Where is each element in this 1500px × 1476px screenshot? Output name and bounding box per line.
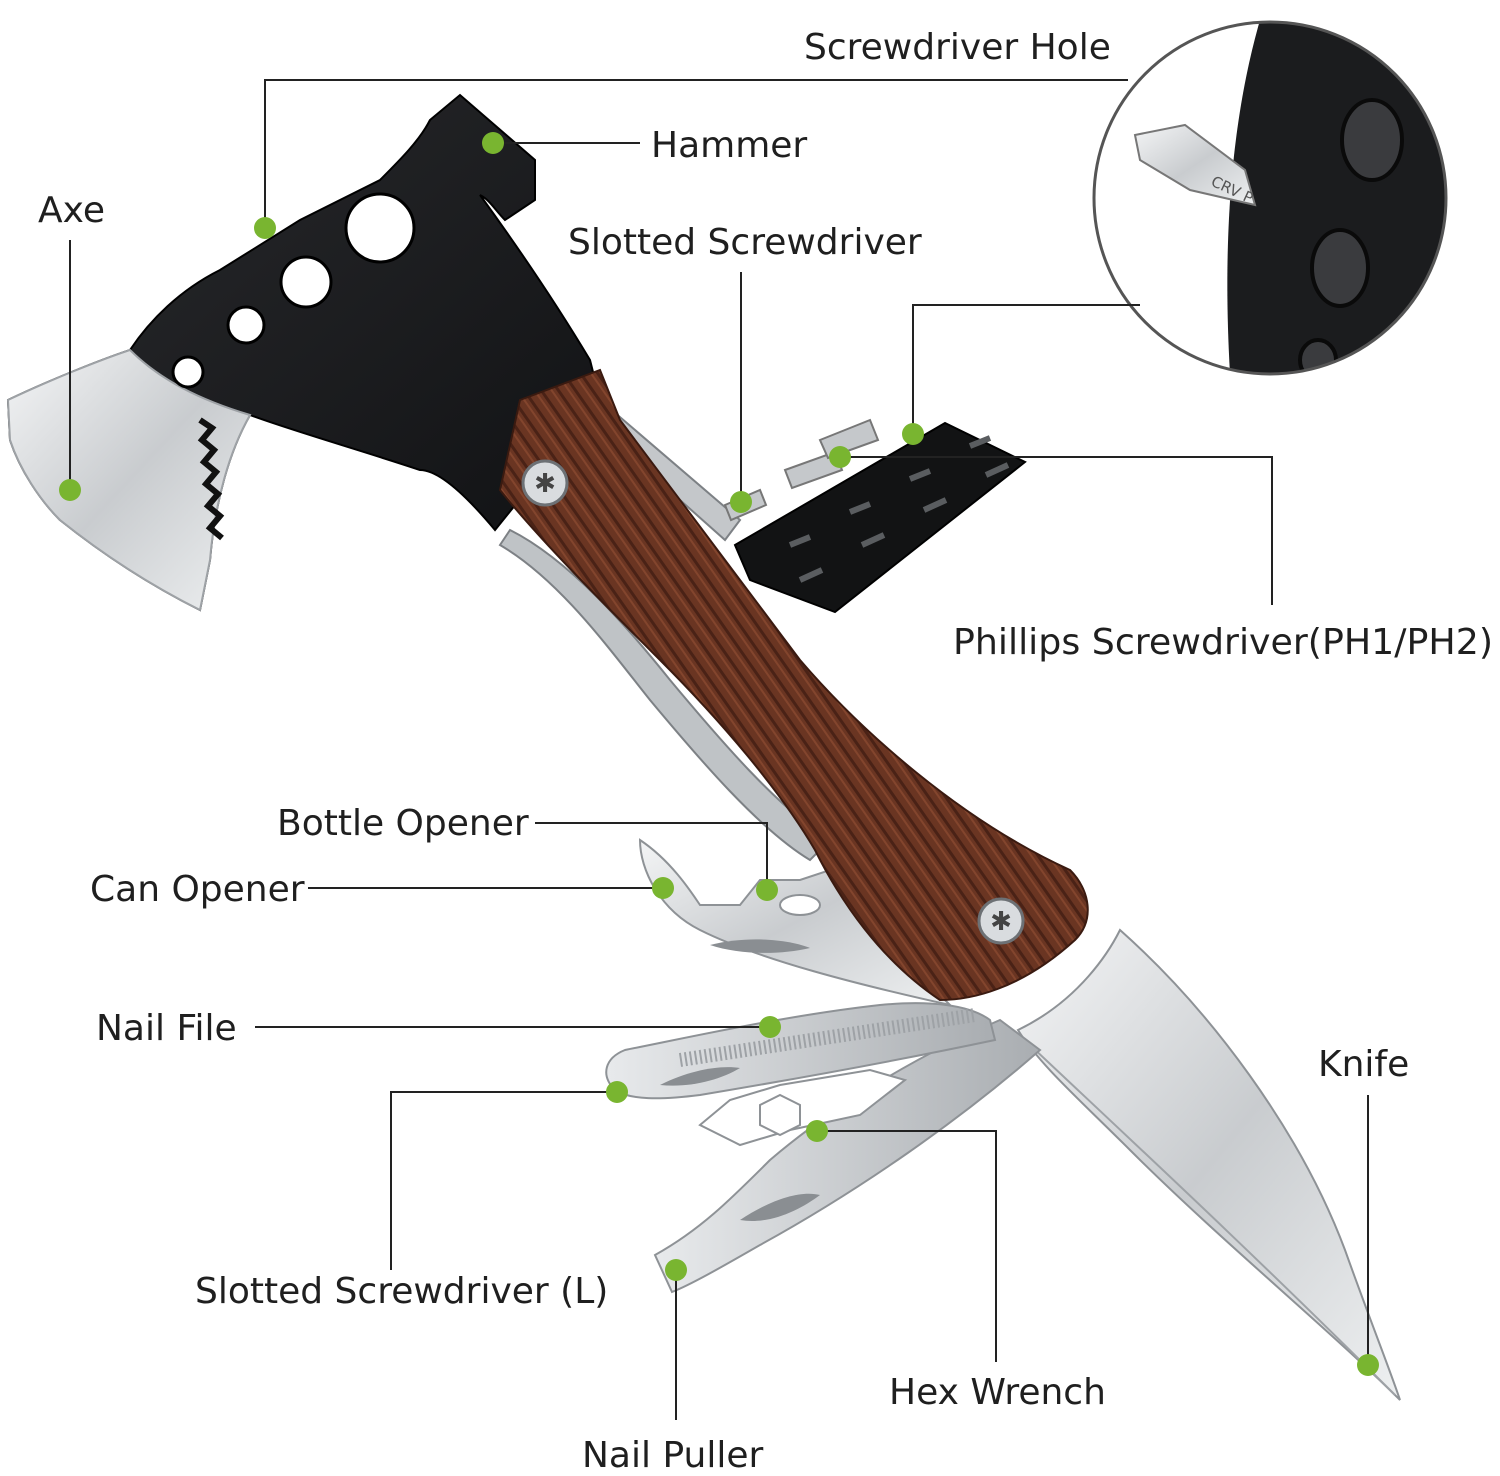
knife-blade: [1016, 928, 1401, 1401]
label-slotted-screwdriver: Slotted Screwdriver: [568, 222, 922, 263]
multitool-illustration: ✱ ✱: [6, 93, 1401, 1401]
marker-nail-puller: [665, 1259, 687, 1281]
label-can-opener: Can Opener: [90, 869, 305, 910]
label-nail-puller: Nail Puller: [582, 1435, 763, 1476]
marker-phillips-b: [829, 446, 851, 468]
bit-holder: [733, 421, 1027, 614]
marker-screwdriver-hole: [254, 217, 276, 239]
label-bottle-opener: Bottle Opener: [277, 803, 529, 844]
callout-labels: Axe Hammer Screwdriver Hole Slotted Scre…: [38, 27, 1493, 1476]
leader-phillips-a: [912, 304, 1140, 434]
marker-hex-wrench: [806, 1120, 828, 1142]
svg-text:✱: ✱: [534, 469, 556, 499]
marker-knife: [1357, 1354, 1379, 1376]
marker-slotted-screwdriver: [730, 491, 752, 513]
marker-axe: [59, 479, 81, 501]
marker-slotted-screwdriver-l: [606, 1081, 628, 1103]
label-slotted-screwdriver-l: Slotted Screwdriver (L): [195, 1271, 608, 1312]
label-nail-file: Nail File: [96, 1008, 237, 1049]
leader-phillips-b: [840, 456, 1273, 605]
leader-hex-wrench: [817, 1130, 997, 1362]
label-hammer: Hammer: [651, 125, 807, 166]
marker-can-opener: [652, 877, 674, 899]
marker-phillips-a: [902, 423, 924, 445]
svg-text:✱: ✱: [990, 907, 1012, 937]
axe-edge: [6, 348, 252, 612]
label-knife: Knife: [1318, 1044, 1409, 1085]
leader-lines: [69, 79, 1369, 1420]
leader-slotted-screwdriver-l: [390, 1091, 617, 1270]
leader-bottle-opener: [535, 822, 768, 890]
label-axe: Axe: [38, 190, 105, 231]
marker-hammer: [482, 132, 504, 154]
marker-nail-file: [759, 1016, 781, 1038]
label-phillips-screwdriver: Phillips Screwdriver(PH1/PH2): [953, 622, 1493, 663]
label-screwdriver-hole: Screwdriver Hole: [804, 27, 1111, 68]
label-hex-wrench: Hex Wrench: [889, 1372, 1106, 1413]
wooden-handle: [498, 368, 1089, 1002]
marker-bottle-opener: [756, 879, 778, 901]
leader-screwdriver-hole: [264, 79, 1128, 228]
screwdriver-hole-inset: CRV P: [1092, 20, 1448, 376]
marker-dots: [59, 132, 1379, 1376]
